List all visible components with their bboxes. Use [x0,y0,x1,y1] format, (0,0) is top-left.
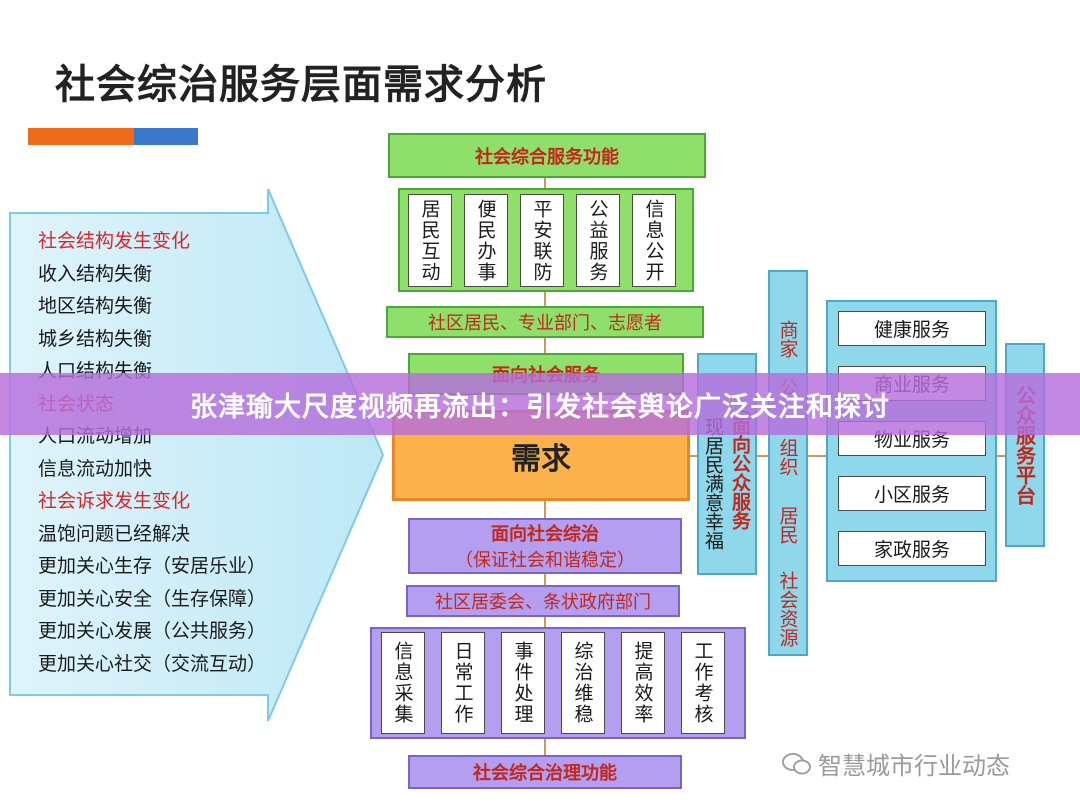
governance-cell: 信息采集 [381,632,425,734]
resource-merchant: 商家 [776,320,799,358]
left-list-item: 社会诉求发生变化 [38,490,191,512]
left-list-item: 温饱问题已经解决 [38,522,191,545]
governance-cell: 事件处理 [501,632,545,734]
social-governance-box: 面向社会综治 （保证社会和谐稳定） [408,518,682,574]
left-list-item: 地区结构失衡 [38,295,153,317]
service-cell: 居民互动 [408,194,452,287]
left-list-item: 社会结构发生变化 [38,230,191,252]
governance-cell: 提高效率 [621,632,665,734]
watermark-text: 智慧城市行业动态 [818,752,1010,780]
service-cell: 平安联防 [520,194,564,287]
social-governance-function-box: 社会综合治理功能 [408,755,682,789]
title-underline-blue [134,128,198,145]
social-resources-column: 商家 公 组织 居民 社会资源 [768,270,808,656]
left-list-item: 更加关心社交（交流互动） [38,652,267,675]
left-list-item: 更加关心安全（生存保障） [38,587,267,610]
wechat-icon [782,752,811,774]
left-list: 社会结构发生变化 收入结构失衡 地区结构失衡 城乡结构失衡 人口结构失衡 社会状… [38,225,266,680]
service-item: 健康服务 [838,311,986,346]
resource-organization: 组织 [776,438,799,476]
resource-social: 社会资源 [776,571,799,647]
service-cell: 公益服务 [576,194,620,287]
social-service-function-box: 社会综合服务功能 [388,133,706,178]
resource-residents: 居民 [776,506,799,544]
governance-line2: （保证社会和谐稳定） [455,550,635,571]
title-underline-orange [28,128,134,145]
service-cell: 信息公开 [632,194,676,287]
service-item: 家政服务 [838,531,986,566]
service-item: 小区服务 [838,476,986,511]
headline-banner: 张津瑜大尺度视频再流出：引发社会舆论广泛关注和探讨 [0,373,1080,435]
residents-box: 社区居民、专业部门、志愿者 [386,306,704,338]
public-service-sub: 现居民满意幸福 [702,416,724,550]
governance-line1: 面向社会综治 [491,524,599,545]
public-service-main: 面向公众服务 [729,415,751,530]
governance-cell: 工作考核 [681,632,725,734]
committee-box: 社区居委会、条状政府部门 [406,585,680,617]
governance-cell: 日常工作 [441,632,485,734]
service-cell: 便民办事 [464,194,508,287]
left-list-item: 收入结构失衡 [38,262,153,285]
left-list-item: 更加关心生存（安居乐业） [38,555,267,577]
left-list-item: 城乡结构失衡 [38,327,153,350]
left-list-item: 信息流动加快 [38,457,153,480]
watermark: 智慧城市行业动态 [782,746,1010,781]
left-arrow-shape [9,188,385,722]
governance-cell: 综治维稳 [561,632,605,734]
page-title: 社会综治服务层面需求分析 [55,62,547,108]
left-list-item: 更加关心发展（公共服务） [38,620,267,642]
